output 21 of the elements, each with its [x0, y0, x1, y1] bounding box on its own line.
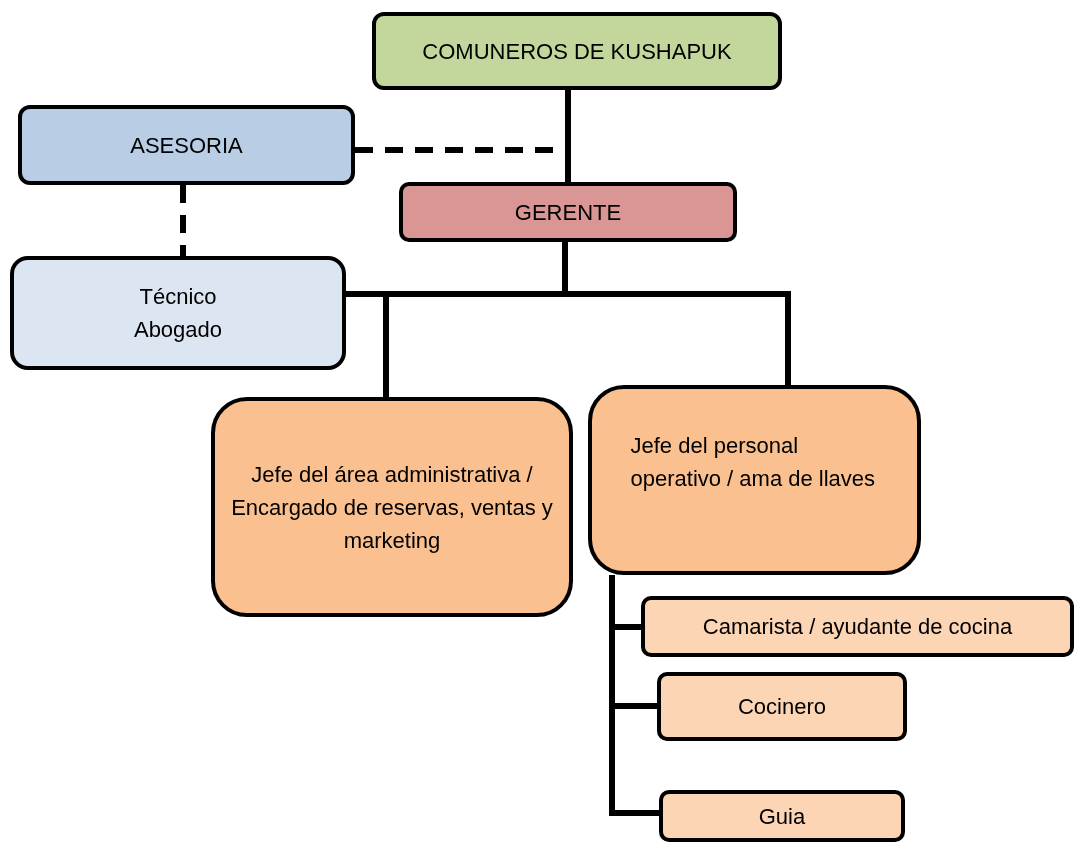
box-label: Cocinero: [737, 693, 826, 721]
dashed-connector: [355, 147, 571, 182]
org-box: [657, 672, 907, 741]
org-box: [588, 385, 921, 575]
org-box: [659, 790, 905, 842]
org-box: [10, 256, 346, 370]
box-label: Guia: [758, 802, 806, 831]
org-box: [18, 105, 355, 185]
org-box: [211, 397, 573, 617]
box-label: Técnico Abogado: [132, 283, 224, 344]
box-label: Jefe del personal operativo / ama de llaves: [630, 432, 877, 493]
box-label: ASESORIA: [130, 131, 243, 160]
org-box: [372, 12, 782, 90]
box-label: COMUNEROS DE KUSHAPUK: [422, 37, 732, 66]
connector-line: [562, 242, 791, 385]
org-box: [641, 596, 1074, 657]
org-box: [399, 182, 737, 242]
box-label: Camarista / ayudante de cocina: [702, 613, 1013, 641]
box-label: Jefe del área administrativa / Encargado de reservas, ventas y marketing: [230, 460, 554, 555]
dashed-connector: [180, 185, 186, 256]
box-label: GERENTE: [514, 198, 622, 227]
